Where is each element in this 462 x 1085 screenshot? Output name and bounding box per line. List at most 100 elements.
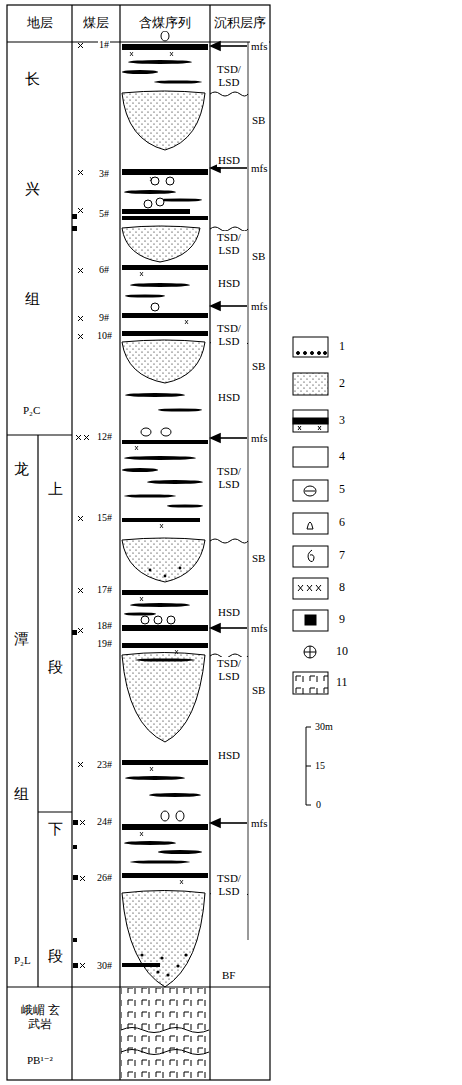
coal-seam-number: 24# bbox=[96, 816, 113, 828]
coal-seam bbox=[122, 44, 208, 50]
coal-seam bbox=[158, 408, 202, 411]
coal-seam-number: 30# bbox=[96, 960, 113, 972]
sequence-label: SB bbox=[251, 250, 266, 263]
fossil-symbol bbox=[156, 198, 164, 206]
stratum-name: 组 bbox=[24, 291, 41, 308]
legend-number: 2 bbox=[338, 377, 346, 391]
fossil-symbol bbox=[151, 177, 159, 185]
legend-swatch bbox=[304, 646, 316, 658]
sequence-label: HSD bbox=[217, 391, 241, 404]
mfs-arrow bbox=[211, 42, 220, 50]
stratum-name: 段 bbox=[47, 659, 64, 676]
coal-seam bbox=[130, 283, 190, 287]
sequence-label: SB bbox=[251, 360, 266, 373]
stratum-name: 组 bbox=[13, 786, 30, 803]
coal-seam-number: 12# bbox=[96, 431, 113, 443]
sequence-label: SB bbox=[251, 684, 266, 697]
fossil-symbol bbox=[154, 616, 162, 624]
conglomerate-dots bbox=[149, 569, 152, 572]
sequence-label: HSD bbox=[217, 154, 241, 167]
coal-seam bbox=[122, 468, 158, 472]
sequence-label: mfs bbox=[250, 622, 269, 635]
legend-swatch bbox=[293, 410, 328, 432]
sequence-label: mfs bbox=[250, 300, 269, 313]
coal-seam-number: 15# bbox=[96, 512, 113, 524]
legend-swatch bbox=[311, 352, 314, 355]
sequence-label: TSD/ LSD bbox=[211, 465, 247, 490]
table-frame bbox=[119, 5, 120, 1080]
scale-label: 30m bbox=[314, 721, 334, 733]
coal-seam-number: 26# bbox=[96, 872, 113, 884]
coal-seam bbox=[122, 44, 208, 967]
table-frame bbox=[7, 986, 270, 987]
sequence-label: BF bbox=[221, 969, 236, 982]
legend-swatch bbox=[293, 337, 328, 694]
legend-swatch bbox=[304, 646, 316, 658]
stratum-name: 兴 bbox=[24, 181, 41, 198]
fossil-symbol bbox=[144, 200, 152, 208]
stratum-name: 下 bbox=[47, 821, 64, 838]
mfs-arrow bbox=[218, 437, 247, 439]
coal-seam-number: 3# bbox=[98, 168, 110, 180]
legend-swatch bbox=[293, 513, 328, 534]
root-marks bbox=[130, 52, 188, 884]
legend-swatch bbox=[298, 426, 321, 430]
mfs-arrow bbox=[218, 45, 247, 47]
coal-seam bbox=[122, 760, 208, 765]
channel-sandstone bbox=[122, 538, 205, 582]
channel-sandstone bbox=[122, 340, 205, 383]
mfs-arrow bbox=[218, 167, 247, 169]
legend-number: 9 bbox=[338, 613, 346, 627]
coal-seam-number: 6# bbox=[98, 264, 110, 276]
coal-seam bbox=[122, 590, 208, 595]
coal-column-squares bbox=[72, 630, 77, 635]
coal-column-squares bbox=[73, 820, 78, 825]
legend-swatch bbox=[305, 615, 316, 625]
conglomerate-dots bbox=[140, 953, 143, 956]
sb-wavy-line bbox=[210, 539, 248, 543]
fossil-symbol bbox=[141, 616, 149, 624]
fossil-symbol bbox=[161, 811, 169, 821]
sequence-label: HSD bbox=[217, 277, 241, 290]
table-frame bbox=[7, 434, 72, 435]
coal-seam bbox=[122, 963, 160, 967]
coal-seam bbox=[147, 480, 203, 484]
mfs-arrow bbox=[211, 624, 220, 632]
sequence-label: mfs bbox=[250, 817, 269, 830]
column-header: 沉积层序 bbox=[213, 16, 267, 31]
table-frame bbox=[7, 5, 270, 1080]
coal-seam-number: 1# bbox=[98, 39, 110, 51]
coal-seam bbox=[124, 612, 156, 615]
sequence-label: SB bbox=[251, 552, 266, 565]
table-frame bbox=[248, 42, 249, 940]
channel-sandstone bbox=[122, 891, 205, 988]
coal-column-squares bbox=[73, 963, 78, 968]
mfs-arrow bbox=[218, 305, 247, 307]
table-frame bbox=[209, 5, 210, 1080]
coal-seam bbox=[154, 80, 202, 83]
coal-seam-number: 19# bbox=[96, 638, 113, 650]
legend-swatch bbox=[304, 352, 307, 355]
scale-label: 15 bbox=[314, 760, 326, 772]
conglomerate-dots bbox=[160, 956, 163, 959]
conglomerate-dots bbox=[156, 970, 159, 973]
sequence-label: TSD/ LSD bbox=[211, 657, 247, 682]
legend-number: 4 bbox=[338, 450, 346, 464]
conglomerate-dots bbox=[166, 973, 169, 976]
legend-swatch bbox=[293, 480, 328, 501]
fossil-symbol bbox=[161, 31, 169, 41]
coal-seam bbox=[124, 456, 196, 460]
stratum-name: 长 bbox=[24, 71, 41, 88]
legend-swatch bbox=[318, 352, 321, 355]
fossil-symbol bbox=[141, 31, 184, 821]
column-header: 煤层 bbox=[82, 16, 110, 31]
scale-bar bbox=[306, 805, 311, 806]
stratum-name: P₂L bbox=[13, 954, 32, 967]
legend-number: 8 bbox=[338, 581, 346, 595]
coal-seam bbox=[122, 313, 208, 318]
coal-seam-number: 9# bbox=[98, 312, 110, 324]
legend-swatch bbox=[297, 352, 300, 355]
stratum-name: 潭 bbox=[13, 631, 30, 648]
legend-swatch bbox=[293, 546, 328, 567]
sequence-label: HSD bbox=[217, 749, 241, 762]
